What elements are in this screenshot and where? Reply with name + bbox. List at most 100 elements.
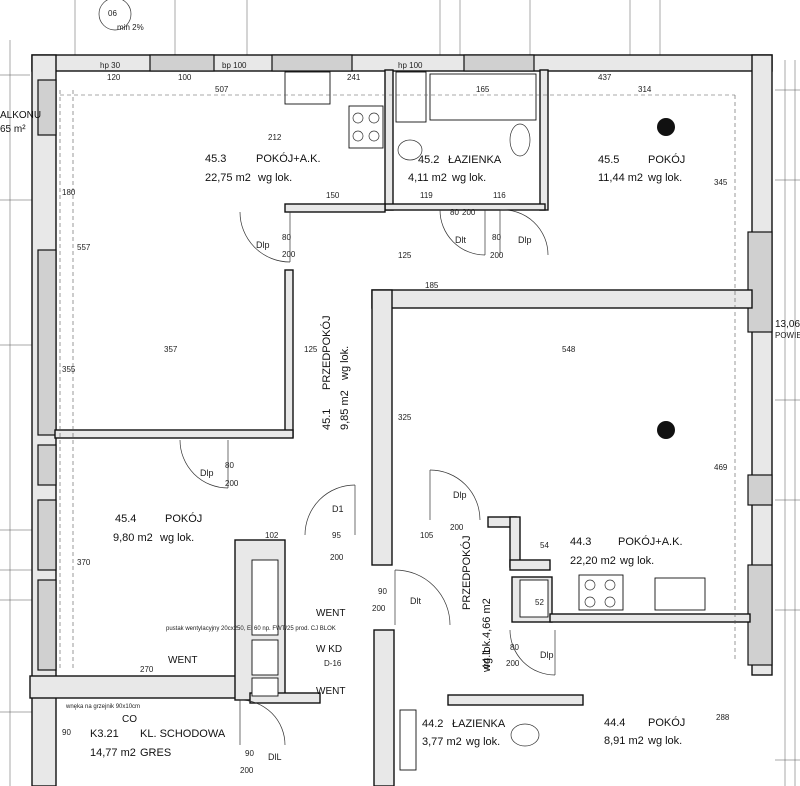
room-note: wg lok. [647,172,682,184]
door-label: Dlp [518,235,532,245]
room-id: 45.3 [205,153,226,165]
co-label: CO [122,714,137,725]
dimension: 548 [562,345,576,354]
dimension: 212 [268,133,282,142]
room-label-44-1: PRZEDPOKÓJ [460,535,473,610]
dimension: 150 [326,191,340,200]
dimension: bp 100 [222,61,247,70]
room-name: POKÓJ [648,153,685,166]
room-id: 44.3 [570,536,591,548]
room-note: wg lok. [619,555,654,567]
dimension: 345 [714,178,728,187]
dimension: 557 [77,243,91,252]
dimension: 90 [245,749,254,758]
room-note: wg lok. [481,638,493,673]
dimension: 100 [178,73,192,82]
room-note: wg lok. [465,736,500,748]
room-note: GRES [140,747,171,759]
dimension: 437 [598,73,612,82]
dimension: 80 [225,461,234,470]
dimension: 102 [265,531,279,540]
dimension: 270 [140,665,154,674]
dimension: 200 [506,659,520,668]
fixtures [59,0,736,771]
door-label: D1 [332,504,344,514]
outer-walls [29,54,773,786]
dimension: 120 [107,73,121,82]
door-label: DlL [268,752,282,762]
room-area: 4,66 m2 [481,598,493,638]
dimension: 116 [493,191,506,200]
room-area: 3,77 m2 [422,736,462,748]
balcony-label: ALKONU [0,110,41,121]
annotations: ALKONU 65 m² 13,06 POWIE WENT WENT WENT … [0,9,800,725]
vent-note: pustak wentylacyjny 20cx250, El 60 np. F… [166,626,336,632]
dimension: 288 [716,713,730,722]
room-name: ŁAZIENKA [452,718,506,730]
dimension: 119 [420,191,433,200]
room-label-44-2: 44.2 ŁAZIENKA 3,77 m2 wg lok. [422,718,506,748]
powier-label: POWIE [775,331,800,340]
room-id: 45.1 [321,409,333,430]
room-note: wg lok. [451,172,486,184]
door-swings [179,209,556,746]
room-label-44-1-area: 44.1 4,66 m2 [481,598,493,670]
level-label: 13,06 [775,319,800,330]
door-label: Dlp [200,468,214,478]
room-label-45-3: 45.3 POKÓJ+A.K. 22,75 m2 wg lok. [205,152,321,184]
dimension: 200 [282,250,296,259]
wkd-label: W KD [316,644,342,655]
room-id: K3.21 [90,728,119,740]
room-note: wg lok. [339,346,351,381]
dimension: 241 [347,73,361,82]
dimension: 95 [332,531,341,540]
dimension: 90 [378,587,387,596]
went-label-1: WENT [316,608,345,619]
dimension: 105 [420,531,434,540]
room-id: 45.4 [115,513,136,525]
door-label: Dlp [256,240,270,250]
door-label: Dlp [453,490,467,500]
room-area: 11,44 m2 [598,172,643,184]
room-id: 45.5 [598,154,619,166]
slope-label: min 2% [117,23,144,32]
dimension: 180 [62,188,76,197]
dimension: 165 [476,85,490,94]
dimension: 469 [714,463,728,472]
went-label-2: WENT [168,655,197,666]
dimension: 370 [77,558,91,567]
room-id: 45.2 [418,154,439,166]
room-area: 9,80 m2 [113,532,153,544]
room-name: POKÓJ+A.K. [256,152,321,165]
room-area: 14,77 m2 [90,747,136,759]
room-id: 44.4 [604,717,625,729]
room-label-44-4: 44.4 POKÓJ 8,91 m2 wg lok. [604,716,685,747]
room-label-45-5: 45.5 POKÓJ 11,44 m2 wg lok. [598,153,685,184]
room-name: POKÓJ+A.K. [618,535,683,548]
riser-marker [657,118,675,136]
room-label-45-2: 45.2 ŁAZIENKA 4,11 m2 wg lok. [408,154,502,184]
level-circle [98,0,132,31]
door-label: Dlp [540,650,554,660]
dimension: 200 [372,604,386,613]
door-label: Dlt [410,596,421,606]
dimension: 90 [62,728,71,737]
dimension: 325 [398,413,412,422]
dimension: 52 [535,598,544,607]
room-note: wg lok. [647,735,682,747]
room-name: PRZEDPOKÓJ [460,535,473,610]
room-name: KL. SCHODOWA [140,728,226,740]
dimension: 314 [638,85,652,94]
dimension: 54 [540,541,549,550]
dimension: 80 [282,233,291,242]
level-circle-label: 06 [108,9,117,18]
dimension: 185 [425,281,439,290]
room-label-45-4: 45.4 POKÓJ 9,80 m2 wg lok. [113,512,202,544]
dimension: 125 [398,251,412,260]
room-area: 22,20 m2 [570,555,616,567]
room-id: 44.2 [422,718,443,730]
room-area: 9,85 m2 [339,390,351,430]
room-name: PRZEDPOKÓJ [320,315,333,390]
